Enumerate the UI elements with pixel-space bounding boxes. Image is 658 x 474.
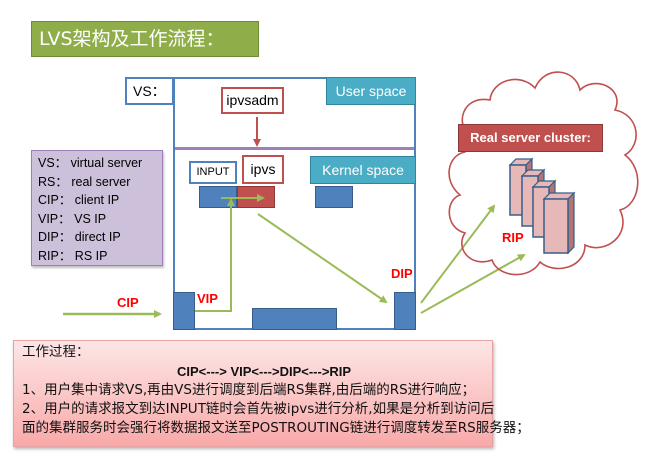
- bottom-block: [252, 308, 337, 330]
- dip-label: DIP: [391, 266, 413, 281]
- dip-to-rs-arrow-2: [420, 254, 526, 314]
- kernel-block: [315, 186, 353, 208]
- dip-to-rs-arrow-1: [420, 204, 496, 304]
- legend-item-dip: DIP： direct IP: [38, 230, 121, 244]
- cip-label: CIP: [117, 295, 139, 310]
- legend-item-rs: RS： real server: [38, 174, 131, 189]
- dip-interface: [394, 292, 416, 330]
- cluster-title: Real server cluster:: [458, 124, 603, 152]
- legend-item-vip: VIP： VS IP: [38, 211, 107, 226]
- rip-label: RIP: [502, 230, 524, 245]
- ipvsadm-box: ipvsadm: [221, 87, 284, 114]
- ipvs-box: ipvs: [242, 155, 284, 184]
- input-chain-box: INPUT: [189, 161, 237, 184]
- cloud-shape: [448, 71, 639, 276]
- process-line-2: 2、用户的请求报文到达INPUT链时会首先被ipvs进行分析,如果是分析到访问后: [22, 401, 495, 417]
- vip-to-input-arrow: [195, 198, 235, 312]
- server-stack: [508, 157, 576, 255]
- vip-label: VIP: [197, 291, 218, 306]
- kernel-space-label: Kernel space: [310, 156, 416, 184]
- process-heading: 工作过程：: [22, 344, 90, 360]
- user-kernel-divider: [175, 147, 414, 150]
- user-space-label: User space: [326, 77, 416, 105]
- process-flow: CIP<---> VIP<--->DIP<--->RIP: [177, 364, 352, 379]
- server-4: [542, 191, 576, 255]
- legend-box: VS： virtual server RS： real server CIP： …: [31, 150, 163, 266]
- legend-item-cip: CIP： client IP: [38, 193, 120, 207]
- legend-item-rip: RIP： RS IP: [38, 248, 108, 263]
- page-title: LVS架构及工作流程：: [31, 21, 259, 57]
- legend-item-vs: VS： virtual server: [38, 156, 143, 170]
- ipvs-to-dip-arrow: [257, 213, 388, 304]
- process-line-3: 面的集群服务时会强行将数据报文送至POSTROUTING链进行调度转发至RS服务…: [22, 420, 530, 436]
- vs-label: VS：: [125, 77, 174, 105]
- process-line-1: 1、用户集中请求VS,再由VS进行调度到后端RS集群,由后端的RS进行响应；: [22, 382, 476, 398]
- process-box: 工作过程： CIP<---> VIP<--->DIP<--->RIP 1、用户集…: [13, 340, 530, 447]
- vip-interface: [173, 292, 195, 330]
